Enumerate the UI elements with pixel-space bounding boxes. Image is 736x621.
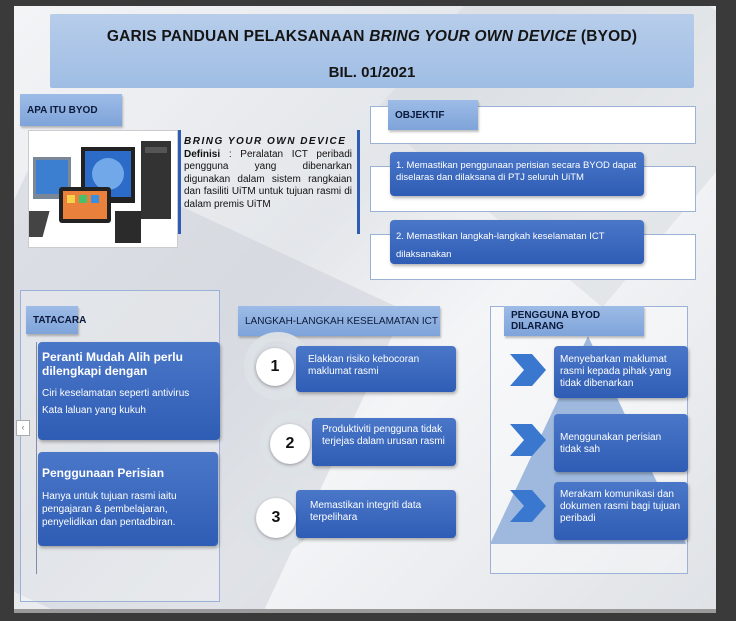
- page-subtitle: BIL. 01/2021: [328, 64, 416, 81]
- tag-dilarang: PENGGUNA BYOD DILARANG: [504, 306, 644, 336]
- chevron-right-icon: [510, 490, 546, 522]
- objektif-item-2: 2. Memastikan langkah-langkah keselamata…: [390, 220, 644, 264]
- peranti-title: Peranti Mudah Alih perlu dilengkapi deng…: [42, 350, 183, 378]
- peranti-line-1: Ciri keselamatan seperti antivirus: [42, 388, 190, 399]
- perisian-title: Penggunaan Perisian: [42, 466, 165, 480]
- chevron-left-icon[interactable]: ‹: [16, 420, 30, 436]
- chevron-right-icon: [510, 424, 546, 456]
- step-text-2: Produktiviti pengguna tidak terjejas dal…: [312, 418, 456, 466]
- tag-apa-itu-byod: APA ITU BYOD: [20, 94, 122, 126]
- tatacara-box-perisian: Penggunaan Perisian Hanya untuk tujuan r…: [38, 452, 218, 546]
- dilarang-item-3: Merakam komunikasi dan dokumen rasmi bag…: [554, 482, 688, 540]
- tatacara-box-peranti: Peranti Mudah Alih perlu dilengkapi deng…: [38, 342, 220, 440]
- tatacara-frame: [20, 290, 220, 602]
- step-number-3: 3: [256, 498, 296, 538]
- chevron-right-icon: [510, 354, 546, 386]
- dilarang-item-1: Menyebarkan maklumat rasmi kepada pihak …: [554, 346, 688, 398]
- page-title: GARIS PANDUAN PELAKSANAAN BRING YOUR OWN…: [50, 28, 694, 46]
- infographic-page: GARIS PANDUAN PELAKSANAAN BRING YOUR OWN…: [14, 6, 716, 609]
- title-italic: BRING YOUR OWN DEVICE: [369, 28, 577, 45]
- step-text-3: Memastikan integriti data terpelihara: [296, 490, 456, 538]
- definition-heading: BRING YOUR OWN DEVICE: [184, 136, 347, 147]
- definition-label: Definisi: [184, 148, 221, 160]
- title-prefix: GARIS PANDUAN PELAKSANAAN: [106, 28, 370, 45]
- step-number-2: 2: [270, 424, 310, 464]
- peranti-line-2: Kata laluan yang kukuh: [42, 405, 146, 416]
- title-suffix: (BYOD): [576, 28, 638, 45]
- dilarang-item-2: Menggunakan perisian tidak sah: [554, 414, 688, 472]
- objektif-item-1: 1. Memastikan penggunaan perisian secara…: [390, 152, 644, 196]
- step-text-1: Elakkan risiko kebocoran maklumat rasmi: [296, 346, 456, 392]
- tag-langkah: LANGKAH-LANGKAH KESELAMATAN ICT: [238, 306, 440, 336]
- step-number-1: 1: [256, 348, 294, 386]
- definition-text: : Peralatan ICT peribadi pengguna yang d…: [184, 148, 352, 210]
- tag-objektif: OBJEKTIF: [388, 100, 478, 130]
- tag-tatacara: TATACARA: [26, 306, 86, 334]
- devices-image: [14, 130, 178, 248]
- title-banner: GARIS PANDUAN PELAKSANAAN BRING YOUR OWN…: [50, 14, 694, 88]
- definition-bracket: BRING YOUR OWN DEVICE Definisi : Peralat…: [178, 130, 360, 234]
- tatacara-line: [36, 342, 37, 574]
- perisian-text: Hanya untuk tujuan rasmi iaitu pengajara…: [42, 491, 177, 528]
- bottom-divider: [14, 609, 716, 613]
